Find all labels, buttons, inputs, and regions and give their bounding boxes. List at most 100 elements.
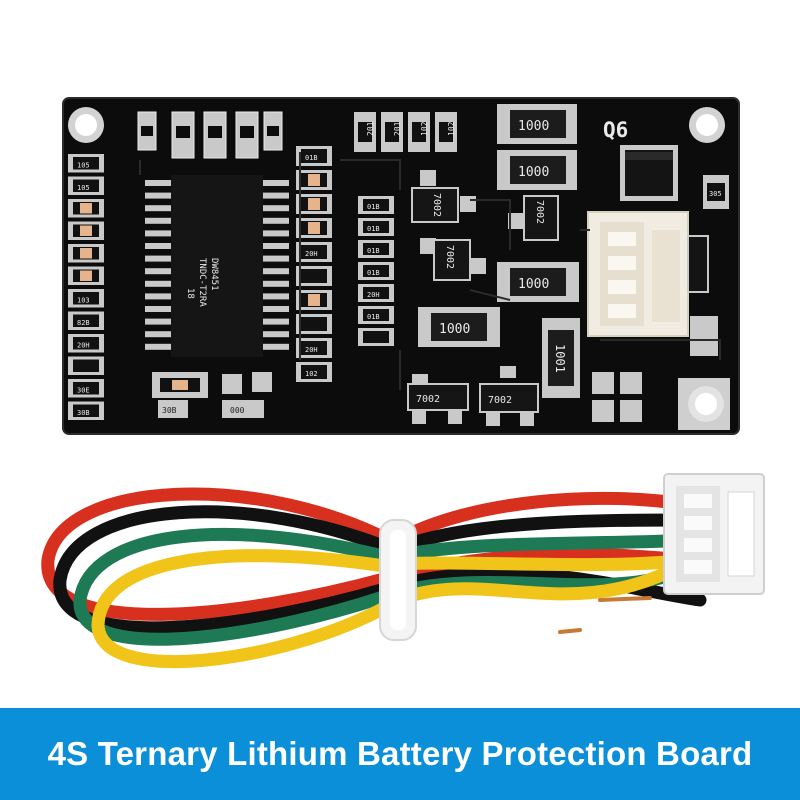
top-row-label-4: 102: [447, 121, 456, 136]
ic-marking-line-2: TNDC-T2RA: [197, 258, 207, 307]
ic-pin: [145, 243, 171, 249]
resistor-pad: 30B: [68, 401, 104, 420]
resistor-pad: [358, 328, 394, 346]
resistor-pad: 20H: [68, 334, 104, 353]
ic-pin: [263, 293, 289, 300]
resistor-label-1: 1000: [518, 119, 549, 134]
wire-red: [41, 487, 697, 621]
mosfet-7002-4: 7002: [407, 374, 469, 424]
wire-harness: [41, 487, 752, 669]
ic-pin: [145, 217, 171, 224]
mounting-hole-left: [68, 107, 104, 143]
ic-pin: [263, 243, 289, 249]
product-photo: Q6: [41, 97, 765, 669]
ic-pin: [263, 180, 289, 186]
ic-body: [171, 175, 263, 357]
board-jst-connector: [587, 211, 709, 337]
small-label-000: 000: [230, 406, 245, 415]
mosfet-label-2: 7002: [444, 245, 455, 269]
resistor-label: 30E: [77, 386, 90, 394]
resistor-pad: [68, 266, 104, 285]
cable-tie: [379, 519, 417, 641]
resistor-label-5: 1001: [553, 344, 567, 373]
resistor-pad: 01B: [358, 306, 394, 324]
resistor-pad: 82B: [68, 311, 104, 330]
resistor-label: 20H: [305, 346, 318, 354]
ic-pin: [263, 280, 289, 287]
ic-pin: [145, 280, 171, 287]
resistor-pad: [296, 218, 332, 238]
ic-pin: [145, 293, 171, 300]
small-label-305: 305: [709, 190, 722, 198]
resistor-pad: [296, 170, 332, 190]
led-pads-inner: [141, 126, 279, 138]
ic-pin: [263, 343, 289, 350]
resistor-pad: 01B: [358, 196, 394, 214]
mounting-hole-right-bottom: [678, 378, 730, 430]
right-resistor-column: 01B 01B 01B 01B 20H 01B: [358, 196, 394, 346]
resistor-label: 01B: [367, 203, 380, 211]
mosfet-ic-top-right: [620, 145, 678, 201]
ic-pin: [145, 180, 171, 186]
resistor-pad: 20H: [358, 284, 394, 302]
ic-pin: [145, 192, 171, 199]
ic-pin: [145, 230, 171, 237]
resistor-pad: [296, 194, 332, 214]
ic-pin: [145, 268, 171, 275]
ic-pin: [263, 192, 289, 199]
resistor-pad: 01B: [358, 262, 394, 280]
resistor-pad: 20H: [296, 338, 332, 358]
mounting-hole-right-top: [689, 107, 725, 143]
banner-title: 4S Ternary Lithium Battery Protection Bo…: [47, 735, 753, 772]
wire-green: [73, 527, 747, 646]
resistor-pad: 105: [68, 176, 104, 195]
wire-black: [53, 505, 707, 635]
ic-pin: [263, 205, 289, 212]
ic-pin: [263, 268, 289, 275]
resistor-label: 82B: [77, 319, 90, 327]
resistor-label: 01B: [367, 247, 380, 255]
ic-pin: [145, 343, 171, 350]
title-banner: 4S Ternary Lithium Battery Protection Bo…: [0, 708, 800, 800]
top-row-label-3: 102: [420, 121, 429, 136]
top-resistor-row: 201 201 102 102: [354, 112, 457, 152]
pcb-edge: [62, 97, 740, 435]
resistor-label-4: 1000: [439, 322, 470, 337]
resistor-label: 105: [77, 161, 90, 169]
resistor-pad: 01B: [358, 218, 394, 236]
left-resistor-column: 105 105 103 82B 20H 30E 30B: [68, 154, 104, 420]
resistor-pad: 20H: [296, 242, 332, 262]
resistor-pad: [68, 356, 104, 375]
resistor-label: 01B: [305, 154, 318, 162]
resistor-label: 20H: [77, 341, 90, 349]
resistor-pad: [68, 221, 104, 240]
ic-pin: [263, 217, 289, 224]
resistor-label: 01B: [367, 269, 380, 277]
resistor-1000-mid: 1000: [497, 262, 579, 302]
resistor-label: 103: [77, 296, 90, 304]
resistor-pad: 01B: [358, 240, 394, 258]
ic-pin: [263, 331, 289, 338]
mosfet-7002-1: 7002: [411, 170, 476, 223]
resistor-label: 01B: [367, 225, 380, 233]
ic-marking-line-3: 18: [185, 288, 195, 299]
top-row-label-1: 201: [366, 121, 375, 136]
mosfet-7002-5: 7002: [479, 366, 539, 426]
resistor-pad: [296, 314, 332, 334]
resistor-pad: 102: [296, 362, 332, 382]
resistor-pad: [68, 244, 104, 263]
resistor-1001-vertical: 1001: [542, 318, 580, 398]
resistor-label: 20H: [367, 291, 380, 299]
top-row-label-2: 201: [393, 121, 402, 136]
resistor-1000-upper: 1000: [497, 150, 577, 190]
ic-pin: [263, 255, 289, 262]
board-corner-label: Q6: [603, 118, 628, 142]
ic-pin: [263, 318, 289, 325]
resistor-pad: 105: [68, 154, 104, 173]
mosfet-label-5: 7002: [488, 395, 512, 406]
cable-jst-connector: [663, 473, 765, 595]
resistor-1000-lower: 1000: [418, 307, 500, 347]
ic-pin: [263, 306, 289, 312]
pcb-board: Q6: [62, 97, 740, 435]
resistor-pad: 103: [68, 289, 104, 308]
